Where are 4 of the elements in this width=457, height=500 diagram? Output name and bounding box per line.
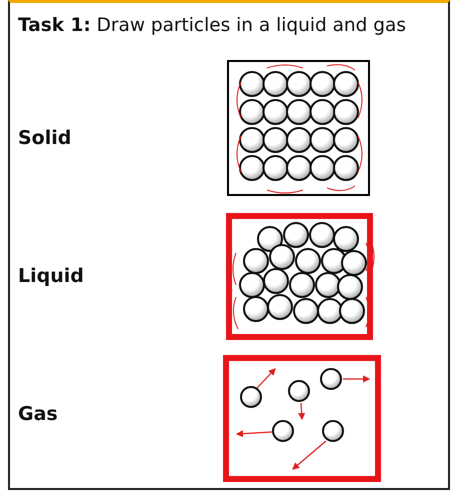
state-label: Gas	[18, 403, 58, 425]
state-label: Liquid	[18, 265, 84, 287]
task-title: Task 1: Draw particles in a liquid and gas	[18, 14, 407, 38]
state-label: Solid	[18, 127, 72, 149]
